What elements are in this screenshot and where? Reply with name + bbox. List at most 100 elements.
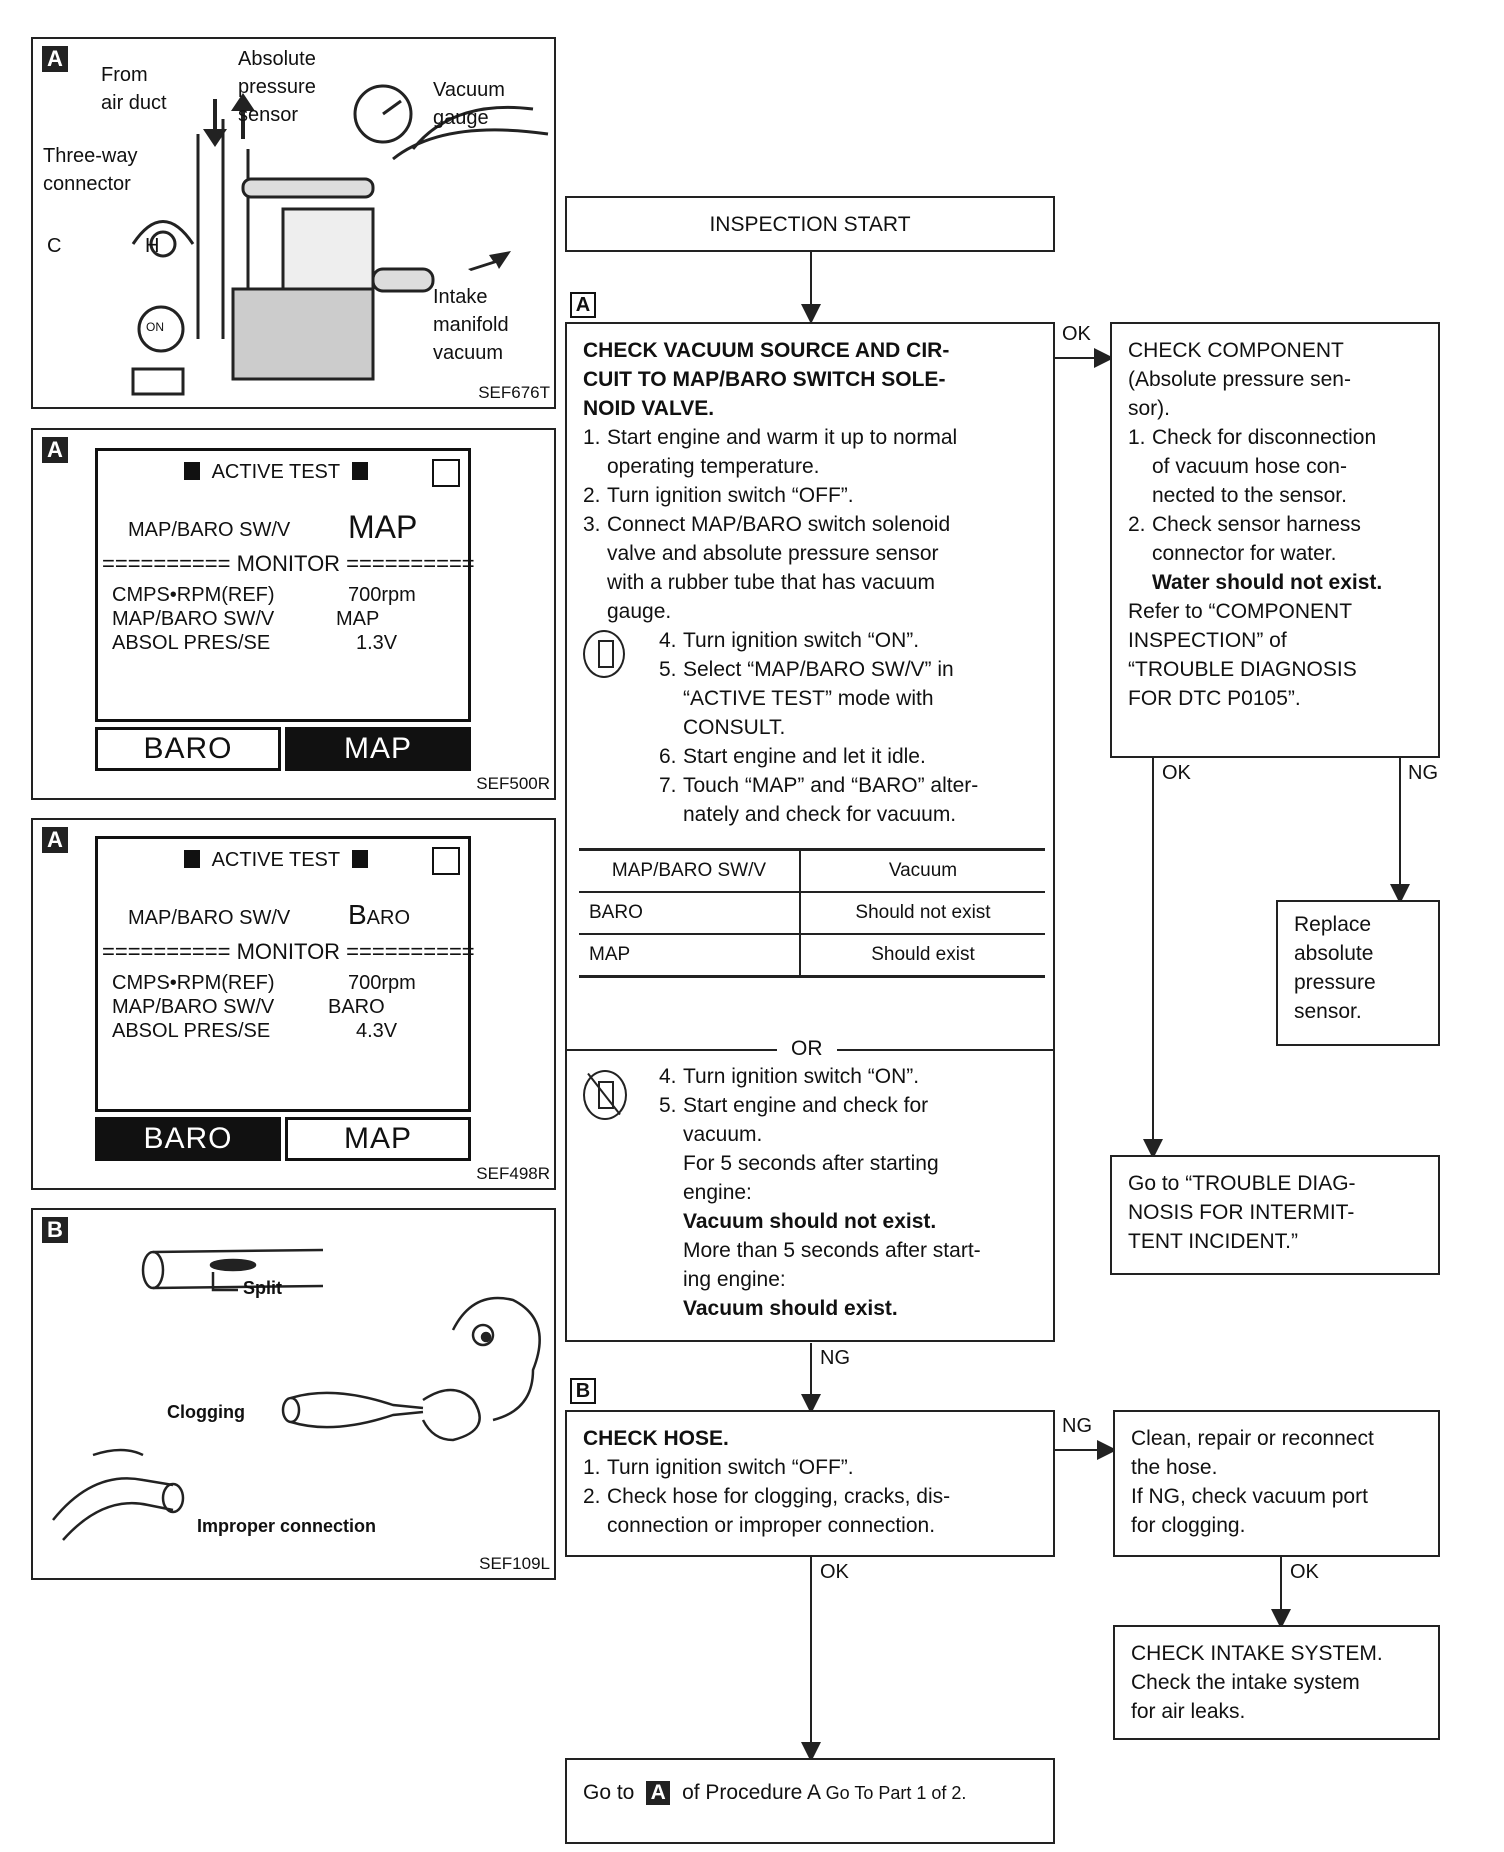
replace-sensor-box: Replace absolute pressure sensor. — [1276, 900, 1440, 1046]
label-from-air-duct: From air duct — [101, 64, 167, 114]
goto-procedure-a-box: Go to A of Procedure A Go To Part 1 of 2… — [565, 1758, 1055, 1844]
check-vacuum-title: CHECK VACUUM SOURCE AND CIR- CUIT TO MAP… — [583, 339, 950, 420]
hose-problems-drawing — [52, 1248, 541, 1541]
row-value: BARO — [328, 996, 385, 1018]
row-name: ABSOL PRES/SE — [112, 632, 271, 654]
label-split: Split — [243, 1278, 282, 1298]
label-improper-connection: Improper connection — [197, 1516, 377, 1536]
figure-ref: SEF676T — [478, 383, 550, 402]
baro-button[interactable]: BARO — [95, 727, 281, 771]
branch-label-ok: OK — [1062, 323, 1091, 345]
map-button[interactable]: MAP — [285, 1117, 471, 1161]
component-bold-note: Water should not exist. — [1152, 571, 1383, 594]
label-vacuum-gauge: Vacuum gauge — [433, 79, 505, 129]
goto-trouble-diagnosis-box: Go to “TROUBLE DIAG- NOSIS FOR INTERMIT-… — [1110, 1155, 1440, 1275]
row-name: CMPS•RPM(REF) — [112, 584, 275, 606]
table-header-cell: Vacuum — [800, 851, 1045, 893]
check-component-box: CHECK COMPONENT (Absolute pressure sen- … — [1110, 322, 1440, 758]
procedure-a-tag: A — [646, 1781, 671, 1805]
switch-value: Baro — [348, 899, 411, 930]
baro-button[interactable]: BARO — [95, 1117, 281, 1161]
step-4: Turn ignition switch “ON”. — [683, 629, 920, 652]
goto-prefix: Go to — [583, 1781, 635, 1804]
label-clogging: Clogging — [167, 1402, 245, 1422]
checkbox-icon — [432, 847, 460, 875]
section-tag: A — [42, 46, 68, 72]
hose-step-2: Check hose for clogging, cracks, dis- co… — [607, 1485, 951, 1537]
switch-label: MAP/BARO SW/V — [128, 907, 291, 929]
branch-label-ng: NG — [1408, 762, 1438, 784]
consult-screen: ACTIVE TEST MAP/BARO SW/V MAP ==========… — [95, 448, 475, 722]
active-test-title: ACTIVE TEST — [184, 461, 368, 484]
monitor-divider: ========== MONITOR ========== — [102, 551, 475, 576]
table-row: BARO Should not exist — [579, 892, 1045, 935]
vacuum-result-table: MAP/BARO SW/V Vacuum BARO Should not exi… — [579, 848, 1045, 978]
consult-screen-panel-baro: A ACTIVE TEST MAP/BARO SW/V Baro =======… — [31, 818, 556, 1190]
map-button[interactable]: MAP — [285, 727, 471, 771]
figure-ref: SEF109L — [479, 1554, 550, 1573]
row-name: ABSOL PRES/SE — [112, 1020, 271, 1042]
alt-step-5: Start engine and check for vacuum. — [683, 1094, 929, 1146]
row-name: MAP/BARO SW/V — [112, 996, 275, 1018]
row-value: 700rpm — [348, 972, 416, 994]
row-name: CMPS•RPM(REF) — [112, 972, 275, 994]
section-tag-b: B — [570, 1378, 596, 1404]
switch-value: MAP — [348, 509, 418, 545]
monitor-divider: ========== MONITOR ========== — [102, 939, 475, 964]
branch-label-ok: OK — [820, 1561, 849, 1583]
row-value: 1.3V — [356, 632, 398, 654]
checkbox-icon — [432, 459, 460, 487]
component-refer: Refer to “COMPONENT INSPECTION” of “TROU… — [1128, 600, 1357, 710]
vacuum-setup-drawing — [131, 84, 549, 396]
table-header-row: MAP/BARO SW/V Vacuum — [579, 851, 1045, 893]
section-tag: A — [42, 827, 68, 853]
hose-step-1: Turn ignition switch “OFF”. — [607, 1456, 854, 1479]
section-tag: B — [42, 1217, 68, 1243]
table-cell: MAP — [579, 934, 801, 978]
label-c: C — [47, 235, 62, 257]
illustration-panel-vacuum: A From air duct Absolute pressure sensor… — [31, 37, 556, 409]
branch-label-ng: NG — [820, 1347, 850, 1369]
row-value: MAP — [336, 608, 380, 630]
check-hose-box: CHECK HOSE. 1.Turn ignition switch “OFF”… — [565, 1410, 1055, 1557]
illustration-panel-hose: B Split Clogging Improper connection SEF… — [31, 1208, 556, 1580]
label-h: H — [145, 235, 160, 257]
alt-note-2-bold: Vacuum should exist. — [683, 1297, 898, 1320]
check-vacuum-box: CHECK VACUUM SOURCE AND CIR- CUIT TO MAP… — [565, 322, 1055, 1342]
step-3: Connect MAP/BARO switch solenoid valve a… — [607, 513, 951, 623]
section-tag-a: A — [570, 292, 596, 318]
component-step-2: Check sensor harness connector for water… — [1152, 513, 1361, 565]
goto-middle: of Procedure A — [682, 1781, 820, 1804]
consult-icon — [583, 630, 625, 678]
table-cell: Should exist — [800, 934, 1045, 978]
step-2: Turn ignition switch “OFF”. — [607, 484, 854, 507]
figure-ref: SEF498R — [476, 1164, 550, 1183]
clean-repair-box: Clean, repair or reconnect the hose. If … — [1113, 1410, 1440, 1557]
table-header-cell: MAP/BARO SW/V — [579, 851, 801, 893]
consult-screen-panel-map: A ACTIVE TEST MAP/BARO SW/V MAP ========… — [31, 428, 556, 800]
check-hose-title: CHECK HOSE. — [583, 1427, 729, 1450]
label-three-way-connector: Three-way connector — [43, 145, 138, 195]
alt-note-2: More than 5 seconds after start- ing eng… — [683, 1239, 981, 1291]
table-row: MAP Should exist — [579, 934, 1045, 978]
component-step-1: Check for disconnection of vacuum hose c… — [1152, 426, 1377, 507]
branch-label-ng: NG — [1062, 1415, 1092, 1437]
table-cell: BARO — [579, 892, 801, 935]
alt-note-1-bold: Vacuum should not exist. — [683, 1210, 937, 1233]
figure-ref: SEF500R — [476, 774, 550, 793]
row-value: 700rpm — [348, 584, 416, 606]
no-consult-icon — [583, 1070, 627, 1120]
table-cell: Should not exist — [800, 892, 1045, 935]
inspection-start-box: INSPECTION START — [565, 196, 1055, 252]
or-label: OR — [777, 1034, 837, 1063]
check-intake-box: CHECK INTAKE SYSTEM. Check the intake sy… — [1113, 1625, 1440, 1740]
step-5: Select “MAP/BARO SW/V” in “ACTIVE TEST” … — [683, 658, 954, 739]
label-ignition-on: ON — [146, 320, 164, 334]
branch-label-ok: OK — [1162, 762, 1191, 784]
label-intake-manifold-vacuum: Intake manifold vacuum — [433, 286, 509, 364]
goto-part-link[interactable]: Go To Part 1 of 2. — [825, 1783, 967, 1803]
switch-label: MAP/BARO SW/V — [128, 519, 291, 541]
alt-step-4: Turn ignition switch “ON”. — [683, 1065, 920, 1088]
row-value: 4.3V — [356, 1020, 398, 1042]
